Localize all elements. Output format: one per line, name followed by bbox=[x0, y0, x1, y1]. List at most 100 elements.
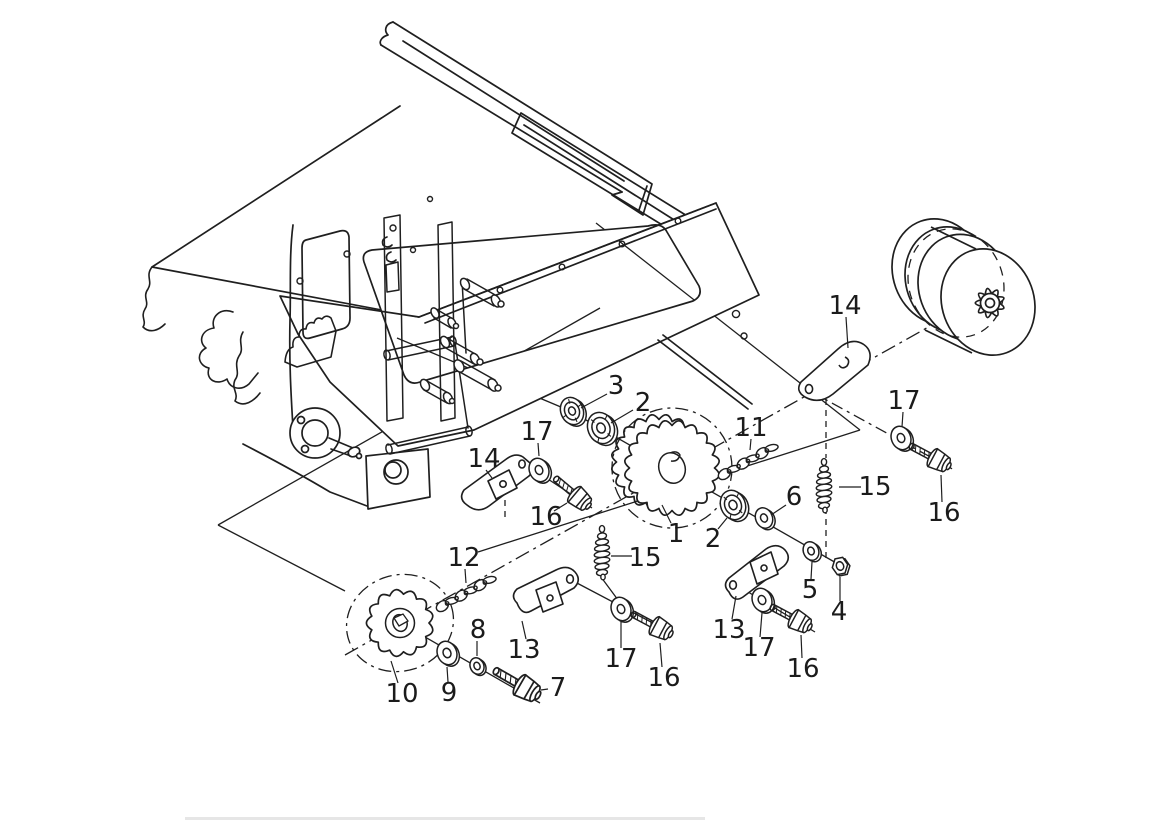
callout-label-11-6: 11 bbox=[734, 413, 767, 443]
callout-label-14-24: 14 bbox=[467, 444, 500, 474]
callout-leader-3-0 bbox=[580, 393, 608, 409]
part-grooved-washer-4 bbox=[559, 396, 587, 427]
part-large-drive-sprocket-0 bbox=[611, 414, 720, 516]
callout-label-10-20: 10 bbox=[385, 679, 418, 709]
callout-leader-14-2 bbox=[845, 316, 849, 349]
callout-leader-16-26 bbox=[553, 502, 568, 512]
callout-label-17-3: 17 bbox=[887, 386, 920, 416]
callout-label-3-0: 3 bbox=[608, 371, 625, 401]
guide-arm-14-right bbox=[797, 340, 871, 402]
machine-frame bbox=[142, 21, 760, 510]
part-hex-nut-7 bbox=[831, 556, 851, 577]
arms bbox=[460, 340, 871, 614]
part-coil-spring-13 bbox=[593, 524, 611, 581]
part-chain-section-11 bbox=[717, 443, 779, 481]
callout-label-16-26: 16 bbox=[529, 502, 562, 532]
part-spring-washer-9 bbox=[469, 657, 487, 677]
main-axis-centerline bbox=[344, 279, 1013, 656]
callout-leader-14-24 bbox=[485, 469, 493, 479]
callout-label-14-2: 14 bbox=[828, 291, 861, 321]
part-small-sprocket-1 bbox=[365, 588, 434, 658]
callout-label-17-25: 17 bbox=[520, 417, 553, 447]
part-flat-washer-16 bbox=[610, 596, 635, 623]
callout-label-4-11: 4 bbox=[831, 597, 848, 627]
callout-leader-7-23 bbox=[540, 688, 549, 691]
callout-label-13-12: 13 bbox=[712, 615, 745, 645]
part-chain-section-12 bbox=[435, 575, 497, 613]
callout-label-12-16: 12 bbox=[447, 543, 480, 573]
callout-leader-11-6 bbox=[749, 438, 752, 451]
callout-leader-16-19 bbox=[659, 642, 663, 668]
callout-label-2-8: 2 bbox=[705, 524, 722, 554]
panel-lower-fold bbox=[657, 334, 753, 410]
callout-leader-17-25 bbox=[537, 442, 540, 457]
built-parts bbox=[365, 218, 1036, 703]
part-washer-5 bbox=[754, 507, 776, 531]
tensioner-arm-13-left bbox=[512, 566, 580, 614]
mid-panel-edge bbox=[288, 224, 294, 429]
callout-leader-13-12 bbox=[731, 595, 737, 620]
callout-label-6-9: 6 bbox=[786, 482, 803, 512]
torn-edges bbox=[142, 236, 397, 405]
axle-hub bbox=[289, 407, 363, 460]
panel-fold bbox=[418, 202, 717, 324]
part-idler-pulley-27 bbox=[891, 218, 1036, 356]
callout-leader-16-4 bbox=[940, 474, 943, 503]
deck-edges bbox=[151, 105, 420, 318]
arm14r-axis bbox=[809, 390, 957, 472]
callout-label-17-18: 17 bbox=[604, 644, 637, 674]
part-flange-bolt-22 bbox=[908, 442, 952, 473]
callout-leader-12-16 bbox=[464, 568, 467, 584]
part-washer-6 bbox=[802, 540, 823, 563]
callout-leader-17-13 bbox=[759, 612, 763, 638]
callout-leader-16-14 bbox=[800, 634, 803, 659]
callout-label-16-14: 16 bbox=[786, 654, 819, 684]
callout-leader-13-17 bbox=[521, 620, 527, 640]
frame-pins bbox=[419, 277, 505, 405]
lower-panel bbox=[365, 448, 431, 510]
roof-beam bbox=[380, 21, 631, 193]
callout-label-1-7: 1 bbox=[668, 519, 685, 549]
mid-window bbox=[301, 229, 351, 340]
callout-leader-10-20 bbox=[390, 660, 399, 684]
callout-label-7-23: 7 bbox=[550, 673, 567, 703]
callout-label-9-21: 9 bbox=[441, 678, 458, 708]
plate-left-edge-lower bbox=[217, 524, 346, 592]
roof-beam-rear bbox=[511, 112, 685, 235]
part-flange-bolt-21 bbox=[769, 603, 813, 634]
callout-label-13-17: 13 bbox=[507, 635, 540, 665]
part-flat-washer-17 bbox=[751, 587, 776, 614]
callout-leader-2-1 bbox=[610, 409, 634, 424]
part-flat-washer-15 bbox=[528, 457, 553, 484]
part-bearing-3 bbox=[719, 489, 750, 523]
part-flange-bolt-19 bbox=[552, 475, 593, 511]
callout-leader-6-9 bbox=[770, 504, 787, 516]
callout-leader-9-21 bbox=[446, 666, 449, 683]
callout-leader-1-7 bbox=[661, 504, 672, 524]
part-flat-washer-8 bbox=[436, 640, 461, 667]
scan-artifact bbox=[185, 817, 705, 820]
part-hex-bolt-10 bbox=[492, 666, 542, 703]
part-flat-washer-18 bbox=[890, 425, 915, 452]
callout-label-8-22: 8 bbox=[470, 615, 487, 645]
frame-bottom-edge bbox=[242, 443, 368, 507]
callout-label-15-5: 15 bbox=[858, 472, 891, 502]
callout-label-17-13: 17 bbox=[742, 633, 775, 663]
part-bearing-2 bbox=[586, 411, 619, 447]
callout-label-2-1: 2 bbox=[635, 388, 652, 418]
tensioner-arm-13-right bbox=[724, 544, 790, 600]
vertical-rails bbox=[383, 214, 467, 422]
callout-label-16-19: 16 bbox=[647, 663, 680, 693]
part-coil-spring-14 bbox=[815, 457, 833, 514]
part-flange-bolt-20 bbox=[630, 610, 674, 641]
callout-label-15-15: 15 bbox=[628, 543, 661, 573]
sprocket10-chain-loop bbox=[345, 573, 455, 673]
guide-arm-14-left bbox=[460, 454, 534, 511]
callout-label-5-10: 5 bbox=[802, 575, 819, 605]
callout-leader-2-8 bbox=[717, 517, 728, 530]
callout-leader-5-10 bbox=[810, 561, 813, 580]
callout-leader-17-3 bbox=[901, 411, 904, 428]
